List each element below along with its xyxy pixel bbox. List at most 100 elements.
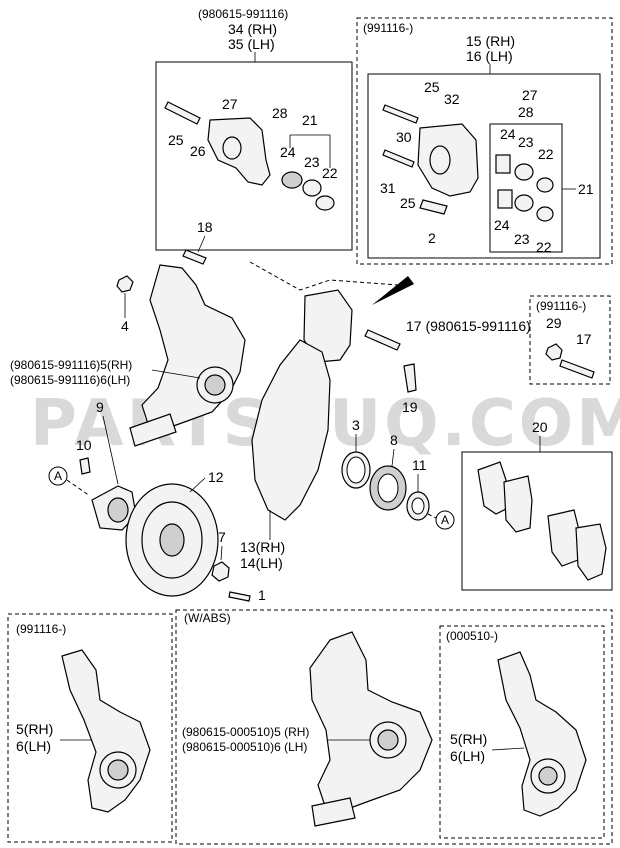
label-21a: 21 — [302, 112, 318, 128]
bolt-19 — [403, 363, 417, 393]
label-2: 2 — [428, 230, 436, 246]
label-9: 9 — [96, 399, 104, 415]
caliper-bolt-30 — [382, 104, 419, 124]
label-17b: 17 — [576, 331, 592, 347]
label-12: 12 — [208, 469, 224, 485]
label-24b: 24 — [500, 126, 516, 142]
guide-pin-early — [164, 101, 201, 125]
pad-d — [575, 523, 607, 581]
caliper-late-box — [367, 73, 601, 259]
caliper-late-lh: 16 (LH) — [466, 48, 513, 64]
brake-pads-group: 20 — [461, 419, 613, 591]
label-18: 18 — [197, 219, 213, 235]
ref-circle-a-left — [48, 466, 68, 486]
label-23a: 23 — [304, 154, 320, 170]
label-19: 19 — [402, 399, 418, 415]
bolt-group-date: (991116-) — [536, 299, 586, 313]
ref-circle-a-right — [435, 510, 455, 530]
label-23b: 23 — [518, 134, 534, 150]
label-27b: 27 — [522, 87, 538, 103]
knuckle-late-date: (991116-) — [16, 622, 66, 636]
knuckle-2000-rh: 5(RH) — [450, 731, 487, 747]
caliper-late-rh: 15 (RH) — [466, 33, 515, 49]
label-25b: 25 — [424, 79, 440, 95]
caliper-bolt-31 — [382, 149, 415, 168]
label-4: 4 — [121, 318, 129, 334]
knuckle-abs — [309, 631, 433, 811]
caliper-late-date: (991116-) — [363, 21, 413, 35]
label-32: 32 — [444, 91, 460, 107]
label-1: 1 — [258, 587, 266, 603]
bolt-10 — [79, 457, 91, 475]
label-25c: 25 — [400, 195, 416, 211]
knuckle-abs-lh: (980615-000510)6 (LH) — [182, 740, 307, 754]
label-knuckle-rh: (980615-991116)5(RH) — [10, 358, 132, 372]
label-22b: 22 — [538, 146, 554, 162]
knuckle-2000-lh: 6(LH) — [450, 748, 485, 764]
dashed-guide-1 — [249, 261, 399, 291]
bolt-17b — [559, 359, 595, 379]
pad-a — [477, 461, 509, 515]
label-24c: 24 — [494, 217, 510, 233]
label-31: 31 — [380, 180, 396, 196]
label-28a: 28 — [272, 105, 288, 121]
label-27a: 27 — [222, 96, 238, 112]
nut-7 — [211, 561, 230, 582]
main-assembly: 18 4 (980615-991116)5(RH) (980615-991116… — [10, 219, 531, 603]
label-shield-lh: 14(LH) — [240, 555, 283, 571]
label-22c: 22 — [536, 239, 552, 255]
label-17a: 17 (980615-991116) — [406, 318, 531, 334]
label-10: 10 — [76, 437, 92, 453]
arrow-shape — [372, 276, 414, 305]
caliper-early-box — [155, 61, 353, 251]
knuckle-2000-box — [439, 625, 605, 839]
bolt-group-late: (991116-) 29 17 — [529, 295, 611, 385]
label-21b: 21 — [578, 181, 594, 197]
label-3: 3 — [352, 417, 360, 433]
pads-box — [461, 451, 613, 591]
knuckle-abs-arm — [311, 797, 356, 827]
knuckle-late-lh: 6(LH) — [16, 738, 51, 754]
caliper-group-early: (980615-991116) 34 (RH) 35 (LH) 27 28 25… — [155, 7, 353, 251]
label-knuckle-lh: (980615-991116)6(LH) — [10, 373, 130, 387]
label-a-left: A — [54, 469, 62, 483]
knuckle-arm — [129, 413, 177, 447]
knuckle-late — [61, 649, 151, 813]
knuckle-variant-late: (991116-) 5(RH) 6(LH) — [7, 613, 173, 843]
label-shield-rh: 13(RH) — [240, 539, 285, 555]
caliper-early-lh: 35 (LH) — [228, 36, 275, 52]
label-23c: 23 — [514, 231, 530, 247]
label-29: 29 — [546, 315, 562, 331]
dust-shield — [251, 339, 331, 521]
label-a-right: A — [441, 513, 449, 527]
caliper-late-box-outer — [356, 17, 613, 265]
knuckle-abs-rh: (980615-000510)5 (RH) — [182, 725, 309, 739]
abs-title: (W/ABS) — [184, 611, 231, 625]
nut-4 — [116, 275, 134, 293]
label-20: 20 — [532, 419, 548, 435]
abs-box — [175, 609, 613, 845]
screw-1 — [228, 591, 251, 602]
pad-b — [503, 475, 533, 533]
label-7: 7 — [218, 529, 226, 545]
piston-kit-box — [489, 123, 563, 253]
label-8: 8 — [390, 432, 398, 448]
bolt-17 — [364, 329, 401, 351]
caliper-early-rh: 34 (RH) — [228, 21, 277, 37]
caliper-early-date: (980615-991116) — [198, 7, 288, 21]
bolt-18 — [182, 249, 207, 265]
label-26: 26 — [190, 143, 206, 159]
label-24a: 24 — [280, 144, 296, 160]
caliper-piston-bore — [222, 136, 242, 160]
label-25a: 25 — [168, 132, 184, 148]
nut-29 — [545, 343, 563, 361]
label-30: 30 — [396, 129, 412, 145]
label-28b: 28 — [518, 104, 534, 120]
label-22a: 22 — [322, 165, 338, 181]
pad-c — [547, 509, 581, 567]
knuckle-late-rh: 5(RH) — [16, 721, 53, 737]
knuckle-abs-group: (W/ABS) (980615-000510)5 (RH) (980615-00… — [175, 609, 613, 845]
knuckle-variant-2000: (000510-) 5(RH) 6(LH) — [439, 625, 605, 839]
label-11: 11 — [412, 457, 427, 473]
